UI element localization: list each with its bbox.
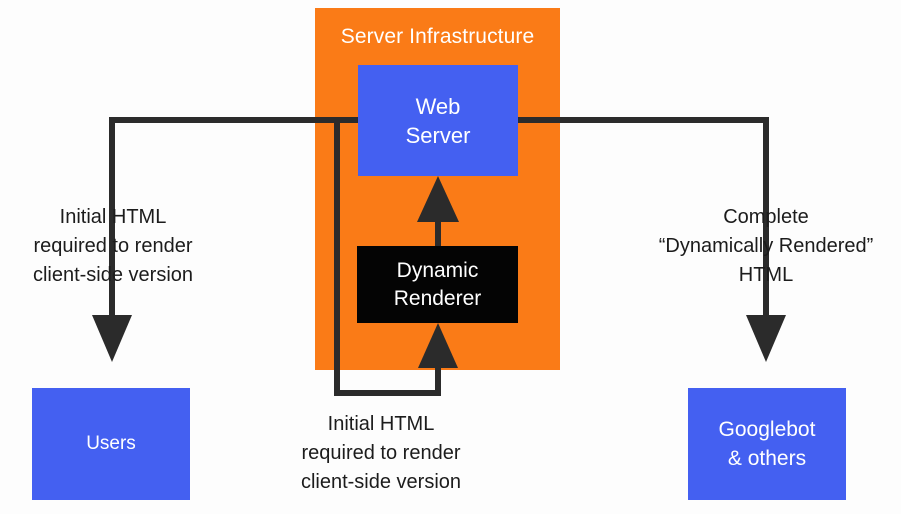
arrowhead-users (92, 315, 132, 362)
caption-bottom-line1: Initial HTML (327, 413, 435, 435)
edge-webserver-to-users (109, 117, 358, 320)
caption-right: Complete “Dynamically Rendered” HTML (648, 203, 884, 290)
node-googlebot: Googlebot & others (688, 388, 846, 500)
caption-left: Initial HTML required to render client-s… (0, 203, 226, 290)
node-web-server-label: Web Server (406, 92, 471, 150)
node-users-label: Users (86, 433, 136, 454)
caption-bottom-line3: client-side version (300, 471, 462, 493)
caption-right-line3: HTML (738, 264, 794, 286)
caption-right-line1: Complete (723, 206, 809, 228)
edge-webserver-to-googlebot (518, 117, 769, 320)
node-googlebot-label: Googlebot & others (719, 415, 816, 473)
node-dynamic-renderer-label: Dynamic Renderer (394, 257, 482, 313)
arrowhead-webserver-bottom (417, 176, 459, 222)
node-googlebot-line2: & others (727, 447, 807, 470)
node-googlebot-line1: Googlebot (718, 418, 816, 441)
node-web-server-line2: Server (405, 122, 471, 148)
server-infrastructure-label: Server Infrastructure (340, 25, 535, 48)
caption-right-line2: “Dynamically Rendered” (658, 235, 874, 257)
arrowhead-googlebot (746, 315, 786, 362)
caption-left-line3: client-side version (32, 264, 194, 286)
node-dynamic-renderer-line1: Dynamic (396, 258, 479, 282)
caption-left-line1: Initial HTML (59, 206, 167, 228)
arrowhead-dynamicrenderer-bottom (418, 323, 458, 368)
node-web-server: Web Server (358, 65, 518, 176)
caption-bottom-line2: required to render (301, 442, 461, 464)
caption-bottom: Initial HTML required to render client-s… (236, 410, 526, 497)
caption-left-line2: required to render (33, 235, 193, 257)
node-users: Users (32, 388, 190, 500)
node-dynamic-renderer: Dynamic Renderer (357, 246, 518, 323)
node-dynamic-renderer-line2: Renderer (393, 286, 482, 310)
node-web-server-line1: Web (415, 93, 461, 119)
